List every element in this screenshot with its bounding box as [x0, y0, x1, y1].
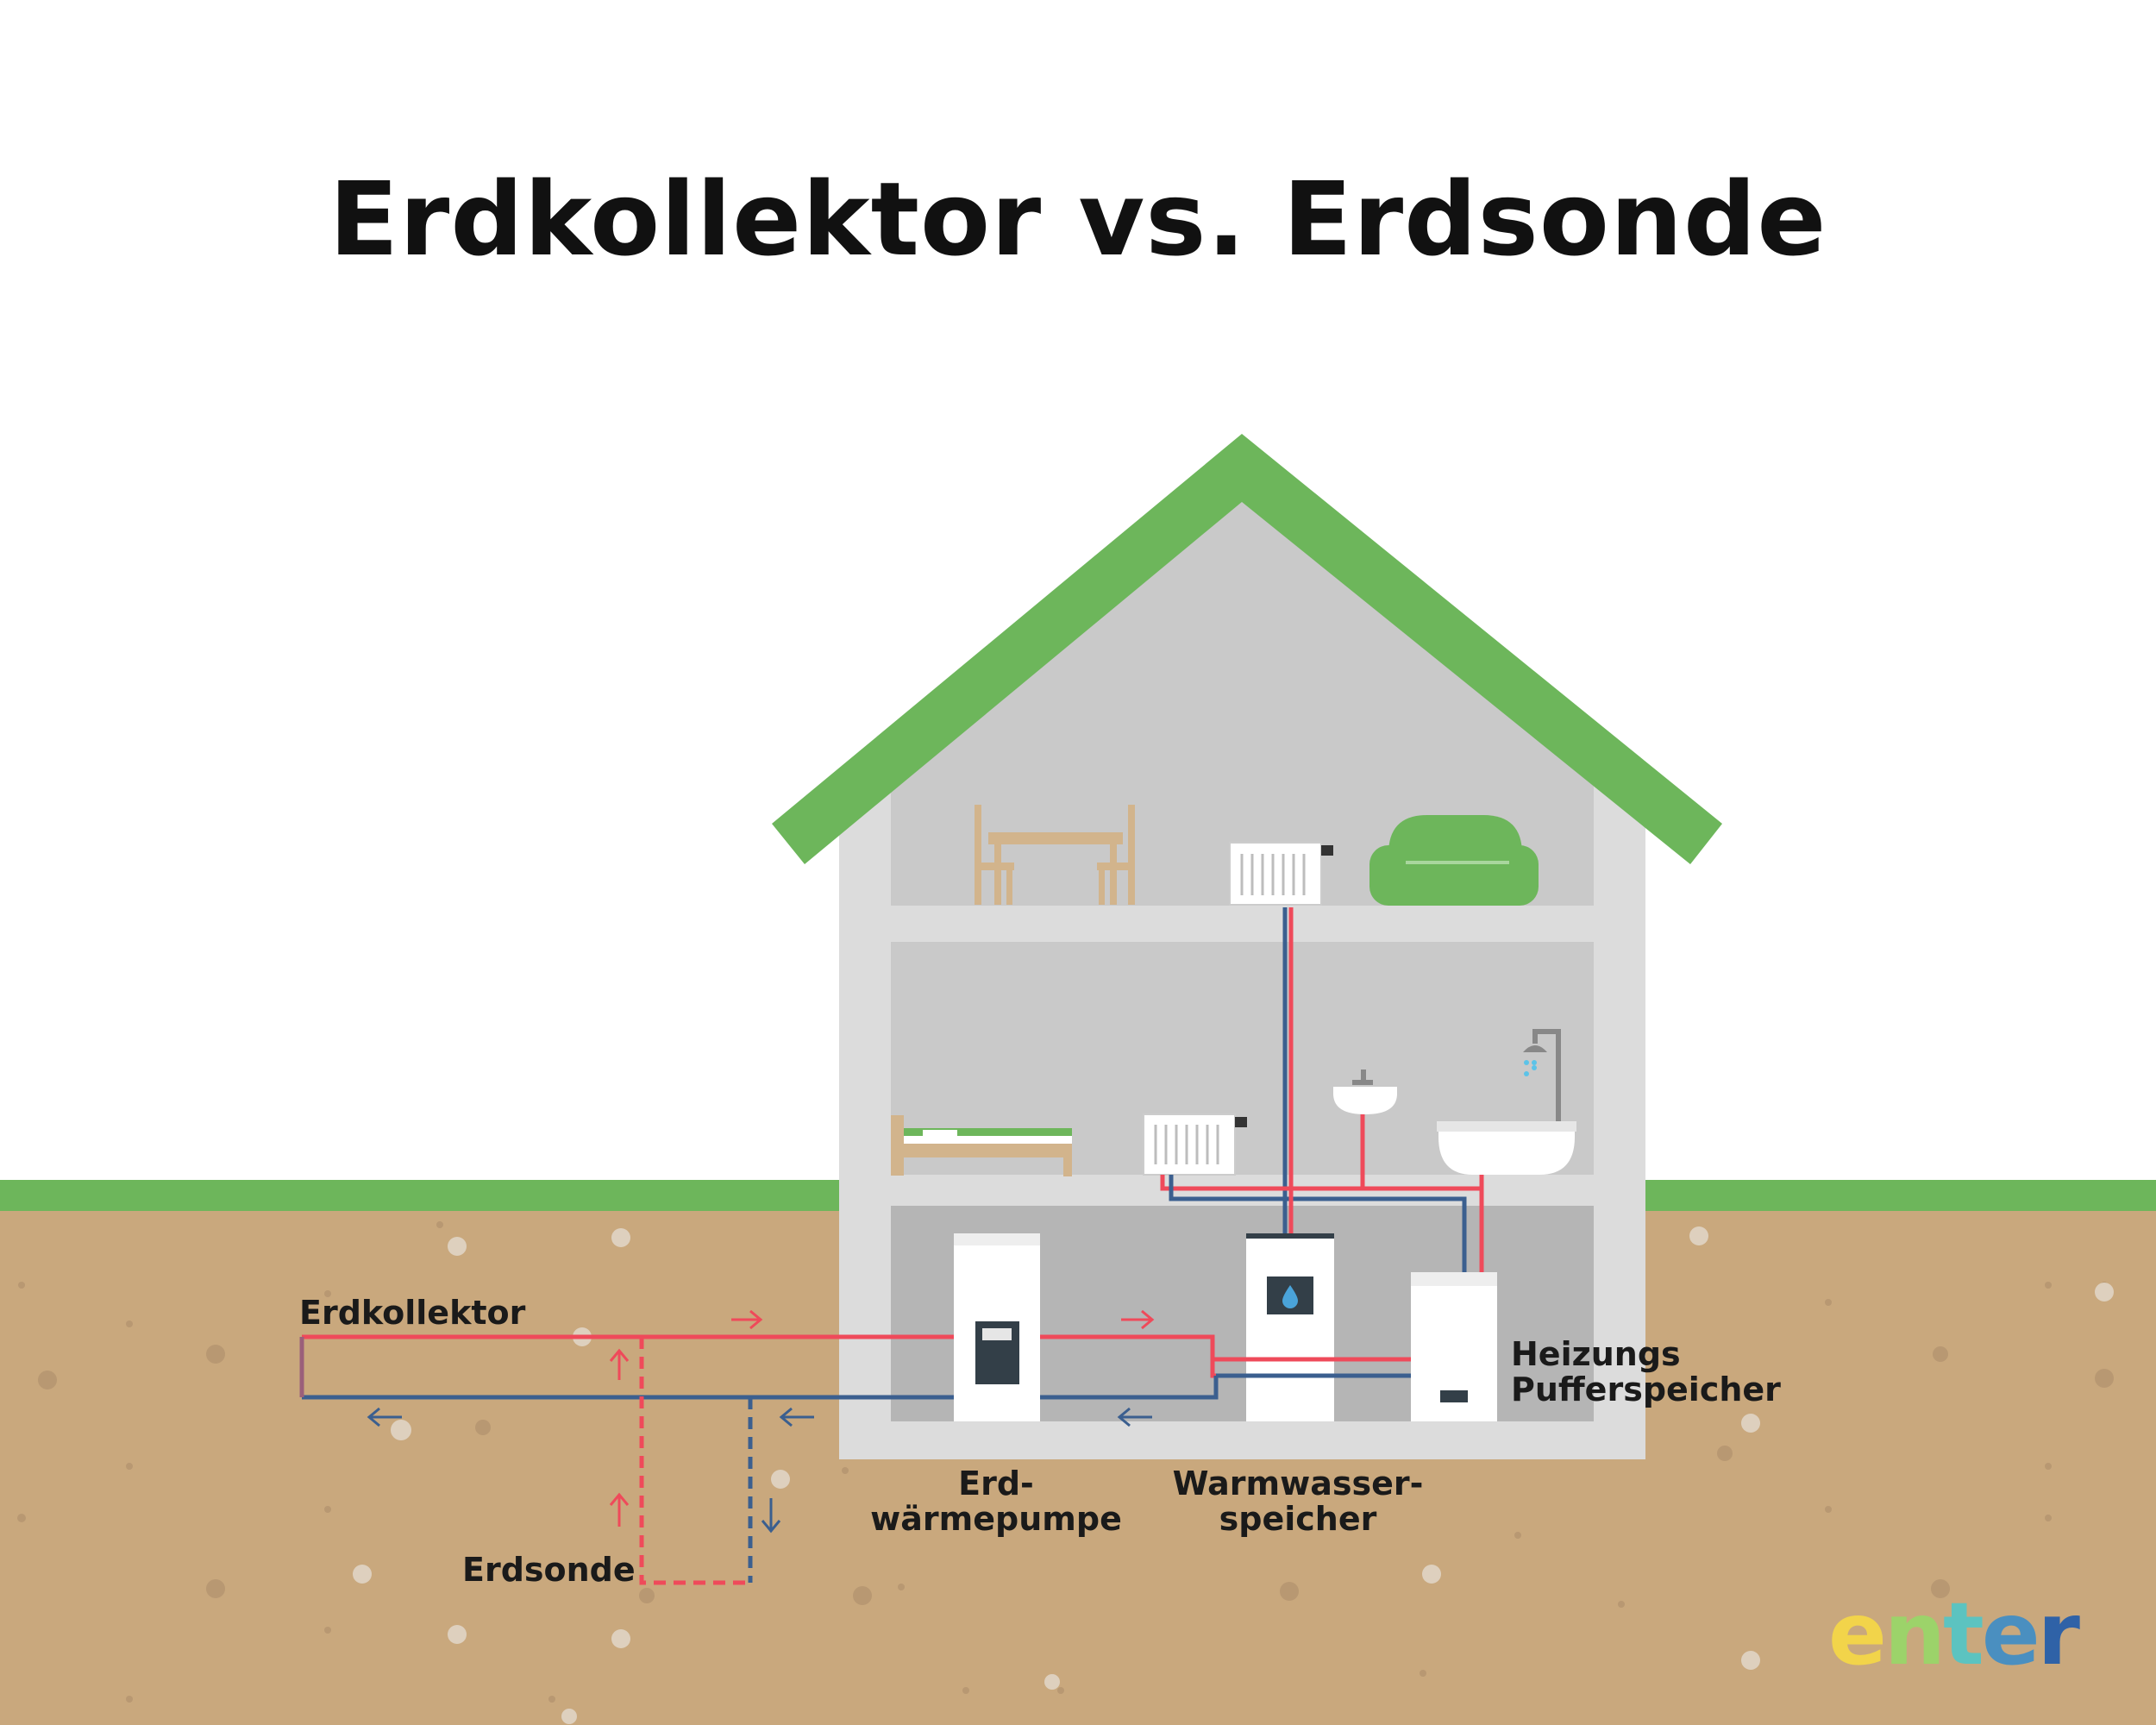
label-erdkollektor: Erdkollektor [299, 1294, 526, 1332]
label-puffer-line1: Heizungs [1511, 1335, 1681, 1373]
label-warmwasserspeicher: Warmwasser- speicher [1156, 1466, 1440, 1537]
logo-letter-e1: e [1828, 1584, 1887, 1684]
label-puffer-line2: Pufferspeicher [1511, 1371, 1781, 1408]
page-title: Erdkollektor vs. Erdsonde [329, 160, 1827, 279]
erdsonde-probe [639, 1337, 753, 1585]
logo-letter-n: n [1883, 1584, 1946, 1684]
bed [891, 1115, 1072, 1176]
label-erdwaermepumpe: Erd- wärmepumpe [854, 1466, 1138, 1537]
shower [1523, 1029, 1561, 1132]
erdkollektor-loop [299, 1334, 1411, 1400]
sofa [1369, 815, 1539, 906]
ground-source-heat-pump-unit [954, 1233, 1040, 1421]
logo-letter-r: r [2037, 1584, 2080, 1684]
sink [1333, 1070, 1397, 1114]
label-erdwaermepumpe-line1: Erd- [958, 1465, 1034, 1502]
attic-room [891, 502, 1594, 906]
soil-pebbles [17, 1221, 2114, 1703]
label-erdwaermepumpe-line2: wärmepumpe [870, 1500, 1122, 1538]
soil-highlights [353, 1226, 2114, 1724]
dining-table [975, 805, 1135, 905]
label-erdsonde: Erdsonde [462, 1551, 636, 1589]
logo-letter-t: t [1943, 1584, 1984, 1684]
radiator-middle [1143, 1113, 1247, 1176]
logo-letter-e2: e [1981, 1584, 2040, 1684]
radiator-top [1229, 842, 1333, 906]
house-pipes [1160, 907, 1484, 1272]
label-warmwasserspeicher-line1: Warmwasser- [1172, 1465, 1424, 1502]
buffer-tank-unit [1411, 1272, 1497, 1421]
label-warmwasserspeicher-line2: speicher [1219, 1500, 1377, 1538]
enter-logo: enter [1828, 1591, 2080, 1678]
flow-arrows [367, 1309, 1155, 1534]
label-heizungs-pufferspeicher: Heizungs Pufferspeicher [1511, 1337, 1781, 1408]
hot-water-tank-unit [1246, 1233, 1334, 1421]
bathtub [1437, 1121, 1576, 1175]
